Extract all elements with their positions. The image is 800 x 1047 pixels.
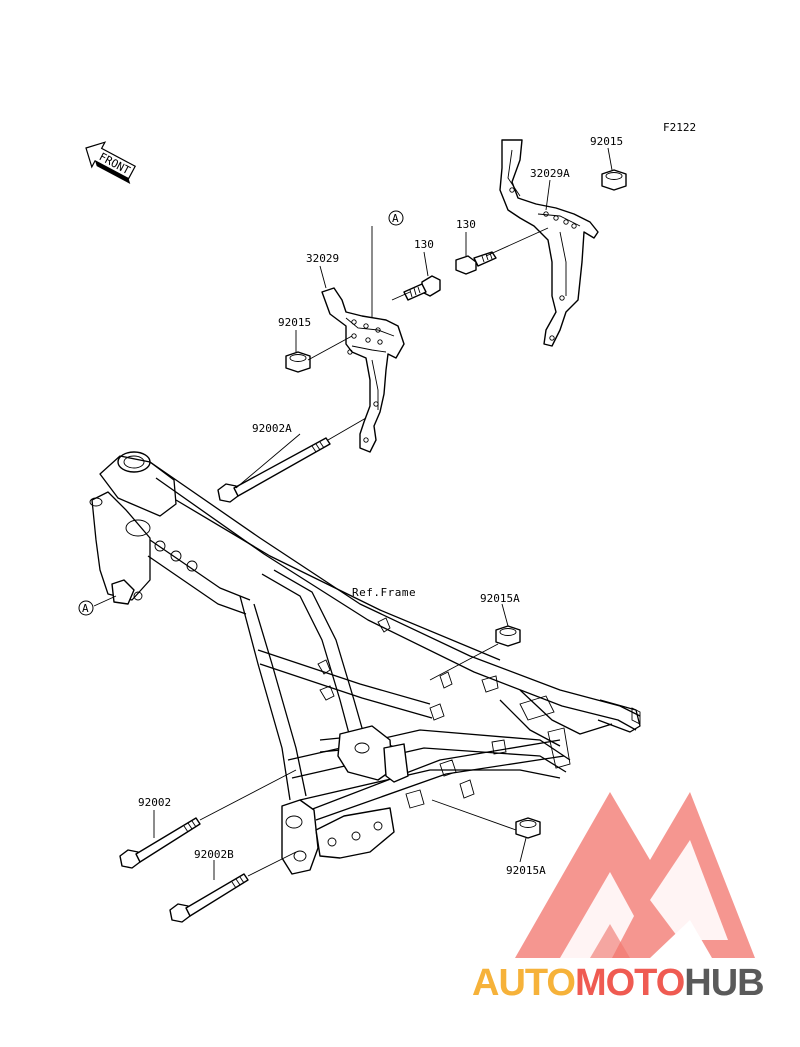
callout-92015-top: 92015	[590, 135, 623, 148]
callout-92002b: 92002B	[194, 848, 234, 861]
callout-92015a-lower: 92015A	[506, 864, 546, 877]
nut-92015a-lower	[515, 817, 541, 839]
callout-130-left: 130	[414, 238, 434, 251]
watermark-logo-icon	[515, 792, 755, 958]
nut-92015-upper	[601, 169, 627, 191]
front-direction-arrow-icon: FRONT	[85, 141, 137, 185]
bolt-130-right	[455, 251, 497, 275]
callout-92015a-upper: 92015A	[480, 592, 520, 605]
leader-lines	[93, 147, 613, 880]
motorcycle-frame	[89, 451, 641, 875]
watermark-text: AUTOMOTOHUB	[472, 962, 765, 1005]
bolt-92002a	[217, 437, 331, 503]
bracket-32029	[321, 287, 405, 453]
frame-reference-label: Ref.Frame	[352, 586, 416, 599]
callout-92002a: 92002A	[252, 422, 292, 435]
svg-text:A: A	[82, 602, 89, 615]
nut-92015a-upper	[495, 625, 521, 647]
callout-92002: 92002	[138, 796, 171, 809]
watermark-auto: AUTO	[472, 962, 576, 1004]
svg-text:A: A	[392, 212, 399, 225]
diagram-code: F2122	[663, 121, 696, 134]
reference-marker-a-top: A	[388, 210, 404, 226]
nut-92015-left	[285, 351, 311, 373]
bolt-92002	[119, 817, 201, 869]
callout-130-right: 130	[456, 218, 476, 231]
reference-marker-a-frame: A	[78, 600, 94, 616]
callout-32029a: 32029A	[530, 167, 570, 180]
watermark-hub: HUB	[684, 962, 764, 1004]
watermark-moto: MOTO	[574, 962, 685, 1004]
bolt-130-left	[403, 275, 441, 301]
callout-92015-left: 92015	[278, 316, 311, 329]
bracket-32029a	[499, 139, 599, 347]
bolt-92002b	[169, 873, 249, 923]
callout-32029: 32029	[306, 252, 339, 265]
